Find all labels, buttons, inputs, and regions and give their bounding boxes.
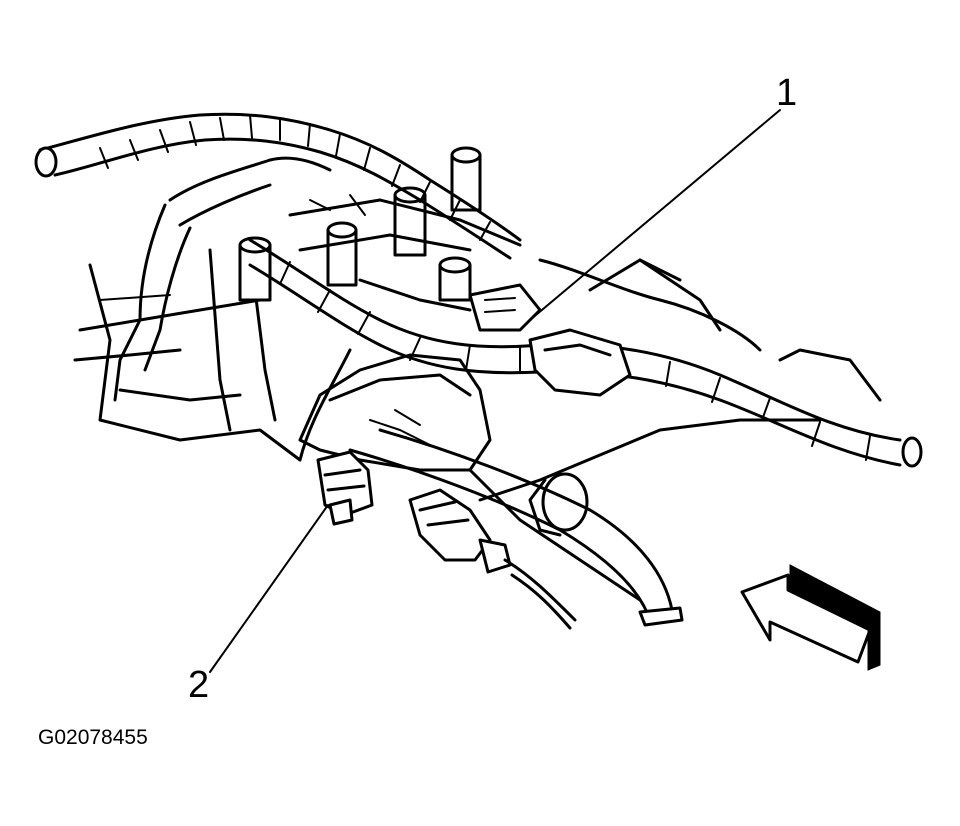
valve-cover [298,353,492,472]
injector-towers [238,146,482,302]
wiring-harness [34,112,923,627]
intake-runners [288,194,522,312]
callout-1: 1 [776,72,798,114]
leader-lines [209,109,781,673]
connector-2 [316,450,374,526]
round-cap [528,472,589,537]
callout-2: 2 [188,664,210,706]
figure-id: G02078455 [38,726,148,749]
sensor-connector [408,488,577,630]
view-direction-arrow-icon [740,564,881,671]
engine-block [73,248,882,602]
connector-1 [468,283,632,397]
